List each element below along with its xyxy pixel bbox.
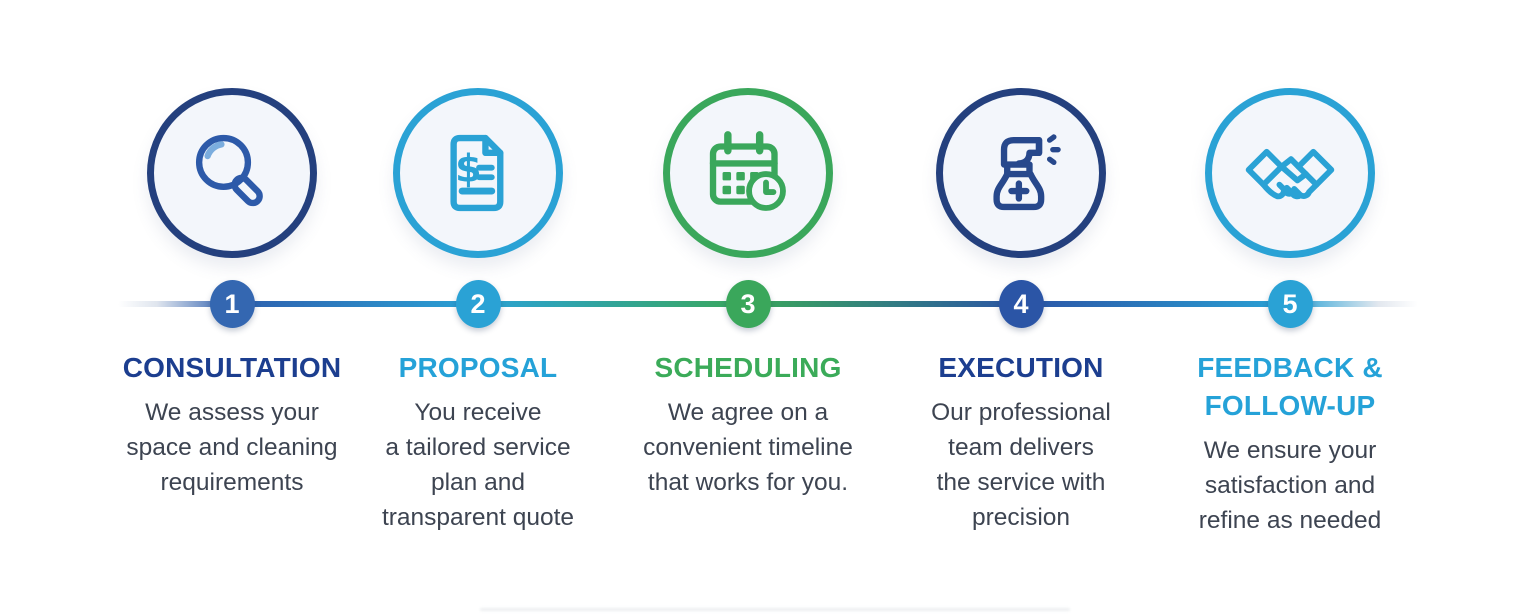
feedback-icon-circle bbox=[1205, 88, 1375, 258]
step-title: CONSULTATION bbox=[122, 352, 342, 383]
step-number-badge: 4 bbox=[998, 280, 1044, 328]
svg-text:$: $ bbox=[455, 146, 482, 190]
step-description: We agree on a convenient timeline that w… bbox=[643, 398, 853, 496]
step-number-badge: 1 bbox=[209, 280, 255, 328]
step-number-badge: 2 bbox=[455, 280, 501, 328]
consultation-icon-circle bbox=[147, 88, 317, 258]
execution-icon-circle bbox=[936, 88, 1106, 258]
invoice-icon: $ bbox=[425, 120, 531, 226]
bottom-divider bbox=[480, 608, 1070, 611]
magnifier-icon bbox=[179, 120, 285, 226]
step-consultation: 1 CONSULTATION We assess your space and … bbox=[92, 88, 372, 500]
proposal-icon-circle: $ bbox=[393, 88, 563, 258]
step-title: SCHEDULING bbox=[654, 352, 842, 383]
step-title: PROPOSAL bbox=[398, 352, 558, 383]
step-proposal: $ 2 PROPOSAL You receive a tailored serv… bbox=[338, 88, 618, 535]
handshake-icon bbox=[1237, 120, 1343, 226]
step-description: You receive a tailored service plan and … bbox=[381, 398, 575, 531]
step-execution: 4 EXECUTION Our professional team delive… bbox=[881, 88, 1161, 535]
step-title: EXECUTION bbox=[938, 352, 1104, 383]
step-description: We ensure your satisfaction and refine a… bbox=[1198, 436, 1382, 534]
step-description: We assess your space and cleaning requir… bbox=[126, 398, 338, 496]
step-number-badge: 5 bbox=[1267, 280, 1313, 328]
step-description: Our professional team delivers the servi… bbox=[931, 398, 1111, 531]
calendar-clock-icon bbox=[695, 120, 801, 226]
spray-bottle-icon bbox=[968, 120, 1074, 226]
step-feedback-follow-up: 5 FEEDBACK & FOLLOW-UP We ensure your sa… bbox=[1150, 88, 1430, 538]
step-scheduling: 3 SCHEDULING We agree on a convenient ti… bbox=[608, 88, 888, 500]
step-title: FEEDBACK & FOLLOW-UP bbox=[1197, 352, 1383, 421]
step-number-badge: 3 bbox=[725, 280, 771, 328]
scheduling-icon-circle bbox=[663, 88, 833, 258]
